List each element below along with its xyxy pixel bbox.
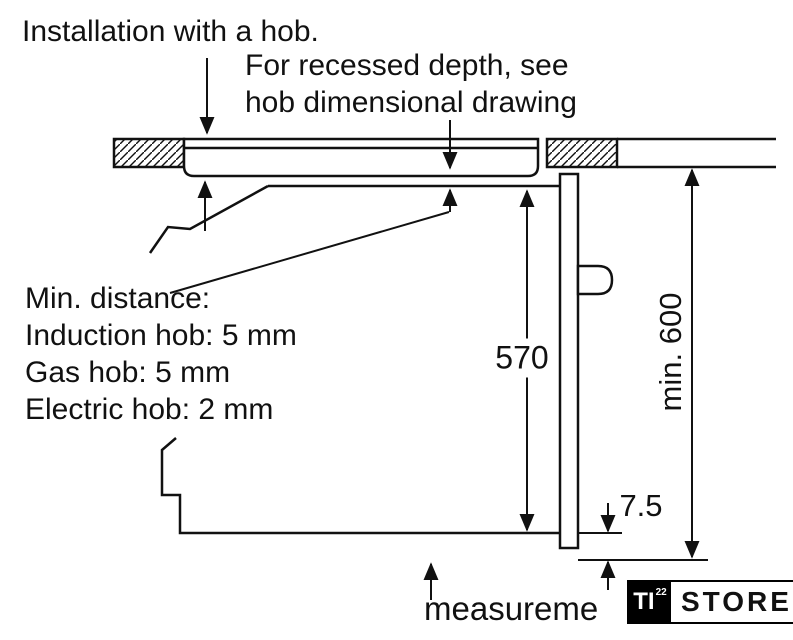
min-distance-electric: Electric hob: 2 mm — [25, 393, 274, 426]
dimension-570-label: 570 — [491, 338, 553, 378]
min-distance-gas: Gas hob: 5 mm — [25, 356, 231, 389]
countertop-left-section — [112, 137, 186, 169]
min-distance-note: Min. distance: Induction hob: 5 mm Gas h… — [25, 280, 297, 428]
logo-ti-text: TI — [633, 588, 655, 615]
recessed-depth-note-line1: For recessed depth, see — [245, 49, 569, 82]
oven — [148, 172, 614, 550]
min-distance-heading: Min. distance: — [25, 282, 211, 315]
min-distance-induction: Induction hob: 5 mm — [25, 319, 297, 352]
oven-handle-knob — [576, 264, 614, 296]
measurement-note: measureme — [424, 590, 599, 627]
logo-ti-superscript: 22 — [655, 587, 667, 598]
oven-bottom-left-step — [160, 437, 561, 535]
recessed-depth-note-line2: hob dimensional drawing — [245, 86, 577, 119]
recessed-depth-note: For recessed depth, see hob dimensional … — [245, 47, 577, 121]
hob-body — [182, 137, 540, 178]
countertop — [112, 137, 776, 169]
oven-front-panel — [558, 172, 580, 550]
hob — [182, 137, 540, 178]
diagram-title: Installation with a hob. — [22, 15, 319, 48]
countertop-right-section — [545, 137, 619, 169]
dimension-7-5-label: 7.5 — [619, 488, 663, 523]
min-distance-leader-line — [169, 211, 450, 294]
dimension-min-600-label: min. 600 — [653, 290, 689, 414]
annotation-arrows — [169, 58, 458, 600]
oven-left-break-line — [148, 184, 269, 254]
logo-store-text: STORE — [681, 586, 792, 617]
